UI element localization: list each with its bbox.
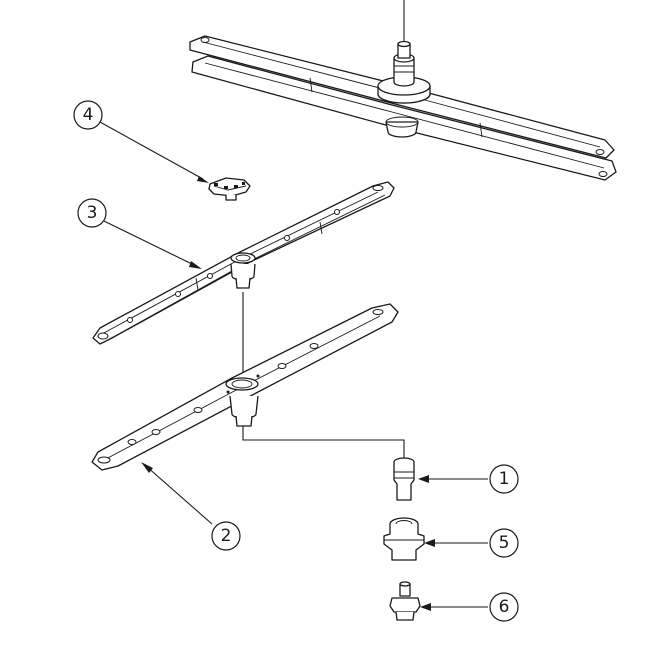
callout-6-label: 6	[499, 597, 510, 617]
part-5-coupling	[383, 517, 425, 561]
callout-2-label: 2	[221, 526, 232, 546]
part-2-lower-spray-arm	[91, 303, 399, 471]
part-6-fitting	[389, 581, 421, 621]
lower-shaft-line	[242, 426, 405, 458]
part-4-star-nut	[208, 177, 251, 201]
callout-3-label: 3	[87, 203, 98, 223]
top-spray-arm	[189, 35, 617, 181]
callout-2: 2	[211, 521, 241, 551]
callout-5: 5	[489, 528, 519, 558]
callout-4-label: 4	[83, 105, 94, 125]
callout-4: 4	[73, 100, 103, 130]
callout-1: 1	[489, 464, 519, 494]
leader-lines	[99, 121, 488, 611]
part-1-tube	[393, 457, 415, 501]
callout-1-label: 1	[499, 469, 510, 489]
callout-3: 3	[77, 198, 107, 228]
part-3-middle-spray-arm	[92, 181, 395, 345]
callout-6: 6	[489, 592, 519, 622]
callout-5-label: 5	[499, 533, 510, 553]
